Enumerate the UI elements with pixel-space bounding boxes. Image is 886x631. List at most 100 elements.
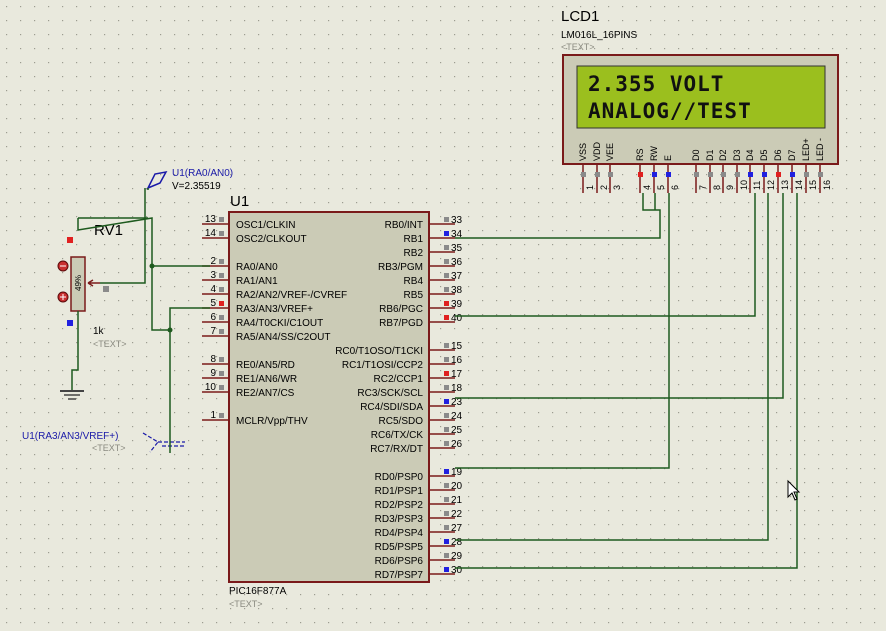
- mcu-ref-label: U1: [230, 193, 249, 210]
- lcd-line-1: 2.355 VOLT: [588, 72, 724, 96]
- lcd-screen: [576, 65, 826, 129]
- mcu-right-pin-name: RB0/INT: [385, 220, 423, 231]
- lcd-pin-name: RW: [649, 146, 659, 161]
- wire-pot-top: [77, 217, 153, 266]
- mcu-right-pin-name: RC4/SDI/SDA: [360, 402, 423, 413]
- lcd-pin-state: [776, 172, 781, 177]
- mcu-pin-state: [444, 567, 449, 572]
- mcu-right-pin-number: 25: [451, 425, 463, 436]
- mcu-right-pin-number: 20: [451, 481, 463, 492]
- mcu-pin-state: [444, 245, 449, 250]
- potentiometer-component[interactable]: RV1 49% 1k <TEXT>: [57, 222, 127, 349]
- mcu-pin-state: [444, 539, 449, 544]
- mcu-right-pin-number: 40: [451, 313, 463, 324]
- lcd-pin-name: RS: [635, 148, 645, 161]
- lcd-pin-name: D4: [745, 149, 755, 161]
- mcu-right-pin-number: 21: [451, 495, 463, 506]
- mcu-right-pin-name: RC1/T1OSI/CCP2: [342, 360, 424, 371]
- mcu-right-pin-name: RD1/PSP1: [375, 486, 424, 497]
- mcu-right-pin-number: 16: [451, 355, 463, 366]
- mcu-right-pin-number: 34: [451, 229, 463, 240]
- mcu-pin-state: [444, 469, 449, 474]
- terminal-text-placeholder: <TEXT>: [92, 443, 126, 453]
- lcd-component[interactable]: LCD1 LM016L_16PINS <TEXT> 2.355 VOLT ANA…: [561, 8, 839, 193]
- mcu-pin-state: [219, 357, 224, 362]
- mcu-left-pin-name: RA5/AN4/SS/C2OUT: [236, 332, 330, 343]
- wire-junction: [167, 327, 173, 333]
- terminal-name: U1(RA3/AN3/VREF+): [22, 431, 118, 442]
- mcu-right-pin-number: 37: [451, 271, 463, 282]
- pot-value-label: 1k: [93, 326, 105, 337]
- voltage-probe[interactable]: U1(RA0/AN0) V=2.35519: [146, 168, 233, 192]
- mcu-pin-state: [444, 343, 449, 348]
- mcu-pin-state: [444, 427, 449, 432]
- mcu-right-pin-name: RC0/T1OSO/T1CKI: [335, 346, 423, 357]
- mcu-component[interactable]: U1 PIC16F877A <TEXT> 13OSC1/CLKIN14OSC2/…: [202, 193, 463, 609]
- wire-e-rd0: [455, 193, 670, 469]
- mcu-right-pin-number: 35: [451, 243, 463, 254]
- mcu-left-pin-name: RA0/AN0: [236, 262, 278, 273]
- lcd-pin-number: 9: [725, 185, 735, 190]
- mcu-left-pin-name: RE0/AN5/RD: [236, 360, 295, 371]
- lcd-pin-number: 2: [599, 185, 609, 190]
- lcd-line-2: ANALOG//TEST: [588, 99, 752, 123]
- mcu-pin-state: [219, 413, 224, 418]
- mcu-left-pin-name: RE2/AN7/CS: [236, 388, 295, 399]
- mcu-pin-state: [444, 483, 449, 488]
- mcu-pin-state: [444, 511, 449, 516]
- wire-node: [151, 266, 170, 331]
- pot-decrement-button[interactable]: [57, 260, 69, 272]
- mcu-right-pin-number: 23: [451, 397, 463, 408]
- lcd-pin-number: 16: [822, 180, 832, 190]
- pot-percent: 49%: [74, 275, 83, 291]
- mcu-pin-state: [444, 525, 449, 530]
- mcu-right-pin-name: RD2/PSP2: [375, 500, 424, 511]
- lcd-pin-state: [762, 172, 767, 177]
- mcu-pin-state: [219, 315, 224, 320]
- mcu-pin-state: [444, 259, 449, 264]
- mcu-left-pin-name: RA4/T0CKI/C1OUT: [236, 318, 323, 329]
- lcd-pin-number: 5: [656, 185, 666, 190]
- pot-top-pin-state: [67, 237, 73, 243]
- lcd-pin-state: [638, 172, 643, 177]
- mcu-right-pin-name: RC3/SCK/SCL: [357, 388, 423, 399]
- mcu-pin-state: [444, 413, 449, 418]
- lcd-pin-name: E: [663, 155, 673, 161]
- wire-ra3: [169, 307, 210, 453]
- lcd-text-placeholder: <TEXT>: [561, 42, 595, 52]
- lcd-pin-state: [608, 172, 613, 177]
- mcu-right-pin-name: RC7/RX/DT: [370, 444, 423, 455]
- lcd-pin-name: D6: [773, 149, 783, 161]
- mcu-model-label: PIC16F877A: [229, 586, 287, 597]
- mcu-left-pin-name: RA2/AN2/VREF-/CVREF: [236, 290, 347, 301]
- lcd-pin-state: [666, 172, 671, 177]
- pot-text-placeholder: <TEXT>: [93, 339, 127, 349]
- terminal-label[interactable]: U1(RA3/AN3/VREF+) <TEXT>: [22, 431, 185, 453]
- lcd-pin-name: VDD: [592, 141, 602, 161]
- mcu-pin-state: [444, 315, 449, 320]
- lcd-pin-state: [694, 172, 699, 177]
- lcd-pin-number: 15: [808, 180, 818, 190]
- pot-wiper-pin-state: [103, 286, 109, 292]
- mcu-pin-state: [444, 301, 449, 306]
- mcu-left-pin-name: RE1/AN6/WR: [236, 374, 297, 385]
- lcd-pin-group: VSS1VDD2VEE3RS4RW5E6D07D18D29D310D411D51…: [578, 138, 832, 193]
- mcu-right-pin-number: 19: [451, 467, 463, 478]
- lcd-pin-state: [721, 172, 726, 177]
- mcu-pin-state: [219, 217, 224, 222]
- mcu-left-pin-number: 7: [210, 326, 216, 337]
- mcu-pin-state: [444, 441, 449, 446]
- mouse-cursor-icon: [787, 479, 801, 501]
- mcu-right-pin-name: RC6/TX/CK: [371, 430, 424, 441]
- mcu-left-pin-number: 2: [210, 256, 216, 267]
- mcu-body: [228, 211, 430, 583]
- mcu-right-pin-number: 22: [451, 509, 463, 520]
- mcu-pin-state: [219, 273, 224, 278]
- mcu-left-pin-name: OSC1/CLKIN: [236, 220, 295, 231]
- mcu-pin-group: 13OSC1/CLKIN14OSC2/CLKOUT2RA0/AN03RA1/AN…: [202, 214, 463, 581]
- pot-increment-button[interactable]: [57, 291, 69, 303]
- mcu-right-pin-name: RD0/PSP0: [375, 472, 424, 483]
- lcd-pin-number: 1: [585, 185, 595, 190]
- mcu-pin-state: [219, 287, 224, 292]
